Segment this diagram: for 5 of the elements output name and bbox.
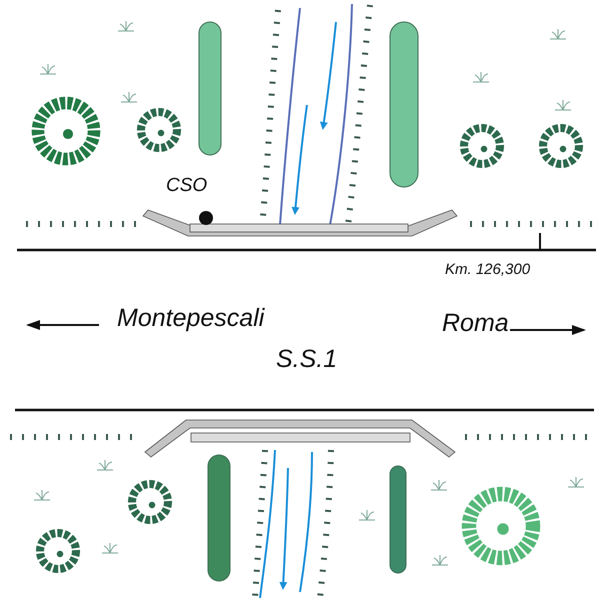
map-label: CSO [166,176,208,195]
map-label: S.S.1 [276,347,338,372]
map-label: Roma [442,311,509,336]
map-label: Km. 126,300 [445,262,530,277]
map-label: Montepescali [117,306,264,331]
